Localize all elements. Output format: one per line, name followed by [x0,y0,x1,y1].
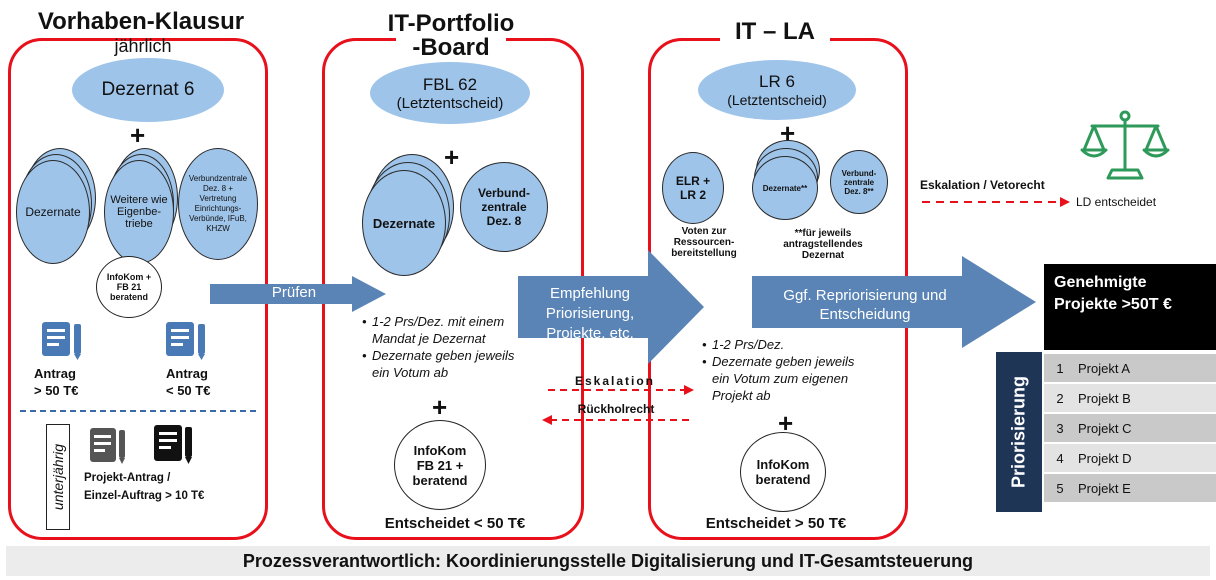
antrag-value: > 50 T€ [34,383,79,398]
genehmigte-header: Genehmigte Projekte >50T € [1044,264,1216,350]
priorisierung-label: Priorisierung [996,352,1042,512]
einzel-label: Projekt-Antrag / [84,472,171,484]
elr-circle: ELR + LR 2 [662,152,724,224]
verbundzentrale-circle: Verbund-zentrale Dez. 8 [460,162,548,252]
document-icon [166,322,205,360]
plus-icon: + [130,120,146,150]
veto-arrow [922,197,1070,207]
einzel-label: Einzel-Auftrag > 10 T€ [84,490,205,502]
itla-bullets: 1-2 Prs/Dez. Dezernate geben jeweils ein… [702,336,874,404]
eskalation-veto-label: Eskalation / Vetorecht [920,178,1045,192]
plus-icon: + [432,392,448,422]
plus-icon: + [778,408,794,438]
empfehlung-label: Empfehlung Priorisierung, Projekte, etc. [545,285,635,342]
infokom-circle: InfoKom beratend [740,432,826,512]
dezernat-6-ellipse: Dezernat 6 [72,58,224,122]
infokom-circle: InfoKom FB 21 + beratend [394,420,486,510]
dezernate-circle: Dezernate** [752,156,818,220]
footer-banner: Prozessverantwortlich: Koordinierungsste… [6,546,1210,576]
bullet-item: Dezernate geben jeweils ein Votum ab [362,347,528,381]
stack-circle: Dezernate [16,160,90,264]
scales-icon [1080,110,1170,180]
circle-weitere: Weitere wie Eigenbe-triebe [104,160,174,264]
portfolio-bullets: 1-2 Prs/Dez. mit einem Mandat je Dezerna… [362,313,528,381]
empfehlung-arrow [518,250,704,364]
antrag-value: < 50 T€ [166,383,211,398]
eskalation-label: Eskalation [574,374,656,388]
fbl-62-ellipse: FBL 62(Letztentscheid) [370,62,530,124]
plus-icon: + [780,118,796,148]
document-icon [90,428,125,464]
pruefen-label: Prüfen [271,284,317,301]
document-icon [42,322,81,360]
panel-subtitle: jährlich [114,36,172,56]
panel-title: Vorhaben-Klausur [36,8,246,35]
entscheidet-label: Entscheidet > 50 T€ [705,515,847,532]
plus-icon: + [444,142,460,172]
repriorisierung-label: Ggf. Repriorisierung und Entscheidung [783,287,947,323]
bullet-item: 1-2 Prs/Dez. mit einem Mandat je Dezerna… [362,313,528,347]
rueckholrecht-arrow [542,415,692,425]
circle-verbundzentrale: Verbundzentrale Dez. 8 + Vertretung Einr… [178,148,258,260]
verbundzentrale-circle: Verbund-zentrale Dez. 8** [830,150,888,214]
ld-label: LD entscheidet [1076,195,1157,209]
document-icon [154,425,192,464]
unterjaehrig-label: unterjährig [46,424,70,530]
panel-title: IT-Portfolio [376,12,526,36]
entscheidet-label: Entscheidet < 50 T€ [384,515,526,532]
panel-title: -Board [396,36,506,60]
bullet-item: 1-2 Prs/Dez. [702,336,874,353]
antrag-label: Antrag [34,366,76,381]
footnote-label: **für jeweils antragstellendes Dezernat [783,228,863,261]
repriorisierung-arrow [752,256,1036,348]
lr-6-ellipse: LR 6(Letztentscheid) [698,60,856,120]
eskalation-arrow [548,385,694,395]
voten-label: Voten zur Ressourcen-bereitstellung [671,226,737,259]
antrag-label: Antrag [166,366,208,381]
divider-dashed [20,410,256,412]
stack-circle: Dezernate [362,170,446,276]
rueckholrecht-label: Rückholrecht [577,402,655,416]
pruefen-arrow [210,276,386,312]
infokom-circle: InfoKom + FB 21 beratend [96,256,162,318]
panel-title: IT – LA [720,20,830,44]
bullet-item: Dezernate geben jeweils ein Votum zum ei… [702,353,874,404]
